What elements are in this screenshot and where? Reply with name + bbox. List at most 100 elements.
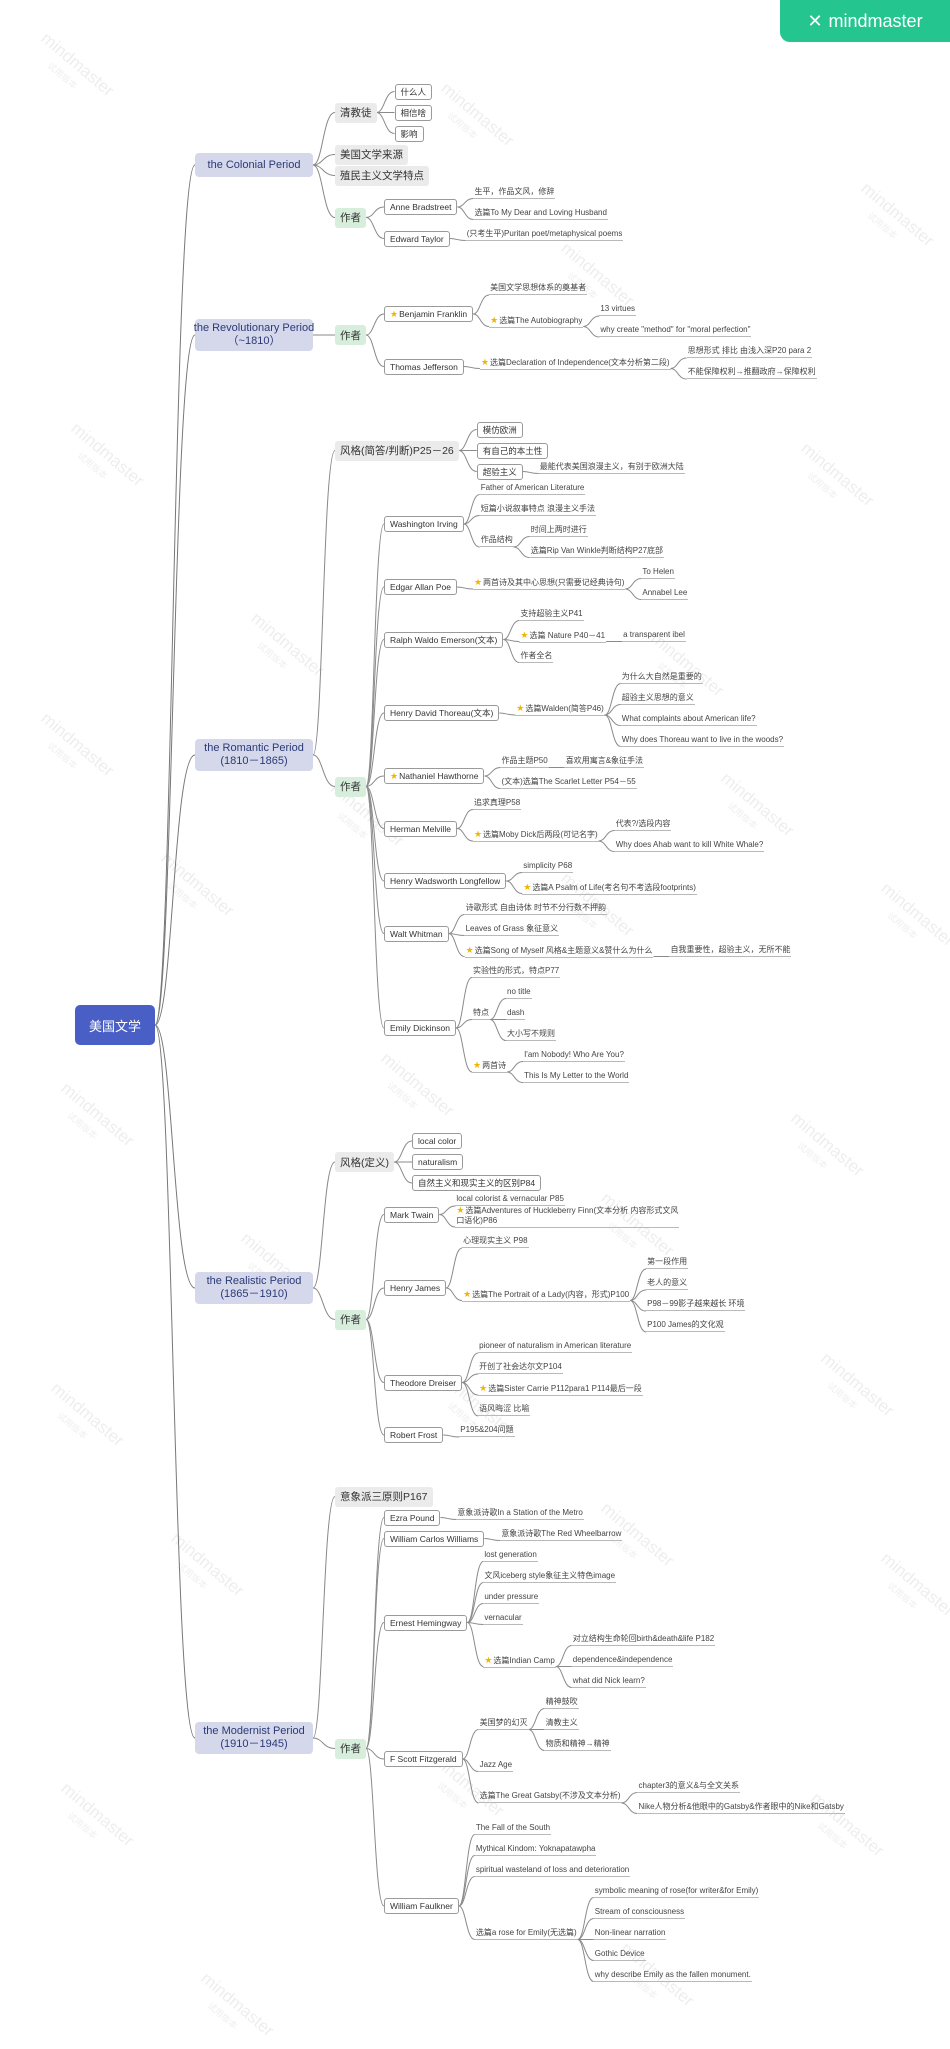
topic-p104[interactable]: 开创了社会达尔文P104: [478, 1362, 563, 1374]
topic-node[interactable]: ★两首诗及其中心思想(只需要记经典诗句): [472, 577, 626, 590]
topic-to-my-dear-and-loving-husban[interactable]: 选篇To My Dear and Loving Husband: [473, 208, 608, 220]
topic-vernacular[interactable]: vernacular: [483, 1613, 523, 1625]
topic-rip-van-winkle-p27[interactable]: 选篇Rip Van Winkle判断结构P27底部: [529, 546, 665, 558]
author-william-carlos-williams[interactable]: William Carlos Williams: [384, 1530, 485, 1547]
topic-node[interactable]: 清教主义: [544, 1718, 579, 1730]
topic-p41[interactable]: 支持超验主义P41: [519, 609, 584, 621]
topic-node[interactable]: 精神鼓吹: [544, 1697, 579, 1709]
topic-nike-gatsby-nike-gatsby[interactable]: Nike人物分析&他眼中的Gatsby&作者眼中的Nike和Gatsby: [637, 1802, 845, 1814]
author-henry-david-thoreau[interactable]: Henry David Thoreau(文本): [384, 705, 500, 721]
topic-annabel-lee[interactable]: Annabel Lee: [641, 588, 689, 600]
topic-gothic-device[interactable]: Gothic Device: [593, 1949, 646, 1961]
author-washington-irving[interactable]: Washington Irving: [384, 516, 464, 532]
author-herman-melville[interactable]: Herman Melville: [384, 820, 457, 837]
author-node[interactable]: 影响: [394, 125, 424, 142]
author-henry-wadsworth-longfellow[interactable]: Henry Wadsworth Longfellow: [384, 873, 507, 889]
category-p167-p5[interactable]: 意象派三原则P167: [335, 1486, 433, 1507]
topic-node[interactable]: 美国文学思想体系的奠基者: [489, 283, 588, 295]
topic-indian-camp[interactable]: ★选篇Indian Camp: [483, 1655, 556, 1668]
topic-a-psalm-of-life-footprints[interactable]: ★选篇A Psalm of Life(考名句不考选段footprints): [522, 882, 697, 895]
author-ernest-hemingway[interactable]: Ernest Hemingway: [384, 1614, 468, 1631]
category-node-p1[interactable]: 美国文学来源: [335, 144, 408, 165]
topic-iceberg-style-image[interactable]: 文风iceberg style象征主义特色image: [483, 1571, 617, 1583]
topic-p77[interactable]: 实验性的形式，特点P77: [472, 966, 561, 978]
topic-the-red-wheelbarrow[interactable]: 意象派诗歌The Red Wheelbarrow: [500, 1529, 623, 1541]
period-p2[interactable]: the Revolutionary Period （~1810）: [194, 319, 314, 351]
topic-p58[interactable]: 追求真理P58: [472, 798, 522, 810]
topic-song-of-myself[interactable]: ★选篇Song of Myself 风格&主题意义&赞什么为什么: [464, 945, 654, 958]
category-node-p4[interactable]: 作者: [335, 1309, 366, 1330]
topic-node[interactable]: 老人的意义: [646, 1278, 689, 1290]
period-p3[interactable]: the Romantic Period (1810－1865): [195, 739, 313, 771]
topic-node[interactable]: 为什么大自然是重要的: [620, 672, 703, 684]
topic-puritan-poet-metaphysical-po[interactable]: (只考生平)Puritan poet/metaphysical poems: [465, 229, 624, 241]
topic-node[interactable]: 最能代表美国浪漫主义，有别于欧洲大陆: [538, 462, 685, 474]
topic-node[interactable]: ★两首诗: [472, 1060, 508, 1073]
category-p25-26-p3[interactable]: 风格(简答/判断)P25－26: [335, 440, 459, 461]
topic-walden-p46[interactable]: ★选篇Walden(简答P46): [515, 703, 605, 716]
topic-declaration-of-independence[interactable]: ★选篇Declaration of Independence(文本分析第二段): [479, 357, 671, 370]
author-theodore-dreiser[interactable]: Theodore Dreiser: [384, 1374, 463, 1391]
category-node-p4[interactable]: 风格(定义): [335, 1152, 394, 1172]
root-node[interactable]: 美国文学: [75, 1005, 155, 1045]
topic-p195-204[interactable]: P195&204问题: [459, 1425, 515, 1437]
topic-p20-para-2[interactable]: 思想形式 排比 由浅入深P20 para 2: [686, 346, 813, 358]
author-henry-james[interactable]: Henry James: [384, 1280, 447, 1296]
topic-a-transparent-ibel[interactable]: a transparent ibel: [622, 630, 686, 642]
topic-why-does-thoreau-want-to-liv[interactable]: Why does Thoreau want to live in the woo…: [620, 735, 785, 747]
topic-birth-death-life-p182[interactable]: 对立结构生命轮回birth&death&life P182: [571, 1634, 716, 1646]
topic-what-complaints-about-americ[interactable]: What complaints about American life?: [620, 714, 757, 726]
topic-chapter3[interactable]: chapter3的意义&与全文关系: [637, 1781, 740, 1793]
topic-node[interactable]: 短篇小说叙事特点 浪漫主义手法: [479, 504, 596, 516]
author-thomas-jefferson[interactable]: Thomas Jefferson: [384, 358, 464, 375]
author-p84[interactable]: 自然主义和现实主义的区别P84: [412, 1175, 542, 1191]
author-benjamin-franklin[interactable]: ★Benjamin Franklin: [384, 306, 474, 322]
author-anne-bradstreet[interactable]: Anne Bradstreet: [384, 199, 458, 215]
topic-node[interactable]: 作品结构: [479, 535, 514, 547]
topic-stream-of-consciousness[interactable]: Stream of consciousness: [593, 1907, 686, 1919]
topic-mythical-kindom-yoknapatawph[interactable]: Mythical Kindom: Yoknapatawpha: [474, 1844, 597, 1856]
topic-sister-carrie-p112para1-p114[interactable]: ★选篇Sister Carrie P112para1 P114最后一段: [478, 1383, 643, 1396]
category-node-p5[interactable]: 作者: [335, 1738, 366, 1759]
period-p4[interactable]: the Realistic Period (1865－1910): [195, 1272, 313, 1304]
topic-p98-99[interactable]: P98－99影子越来越长 环境: [646, 1299, 746, 1311]
topic-under-pressure[interactable]: under pressure: [483, 1592, 540, 1604]
author-nathaniel-hawthorne[interactable]: ★Nathaniel Hawthorne: [384, 768, 485, 784]
topic-no-title[interactable]: no title: [506, 987, 532, 999]
topic-why-does-ahab-want-to-kill-w[interactable]: Why does Ahab want to kill White Whale?: [614, 840, 765, 852]
author-node[interactable]: 模仿欧洲: [476, 421, 523, 438]
author-f-scott-fitzgerald[interactable]: F Scott Fitzgerald: [384, 1751, 463, 1767]
topic-node[interactable]: 时间上两时进行: [529, 525, 588, 537]
author-mark-twain[interactable]: Mark Twain: [384, 1206, 440, 1223]
topic-node[interactable]: 大小写不规则: [506, 1029, 556, 1041]
topic-leaves-of-grass[interactable]: Leaves of Grass 象征意义: [464, 924, 560, 936]
topic-node[interactable]: 超验主义思想的意义: [620, 693, 695, 705]
topic-node[interactable]: 不能保障权利→推翻政府→保障权利: [686, 367, 817, 379]
topic-the-scarlet-letter-p54-55[interactable]: (文本)选篇The Scarlet Letter P54－55: [500, 777, 637, 789]
category-node-p2[interactable]: 作者: [335, 325, 366, 345]
topic-node[interactable]: 代表?/选段内容: [614, 819, 672, 831]
period-p1[interactable]: the Colonial Period: [195, 153, 313, 177]
topic-non-linear-narration[interactable]: Non-linear narration: [593, 1928, 667, 1940]
category-node-p1[interactable]: 作者: [335, 207, 366, 228]
topic-node[interactable]: 诗歌形式 自由诗体 时节不分行数不押韵: [464, 903, 608, 915]
topic-a-rose-for-emily[interactable]: 选篇a rose for Emily(无选篇): [474, 1928, 578, 1940]
topic-node[interactable]: 作者全名: [519, 651, 554, 663]
topic-to-helen[interactable]: To Helen: [641, 567, 675, 579]
topic-in-a-station-of-the-metro[interactable]: 意象派诗歌In a Station of the Metro: [456, 1508, 584, 1520]
topic-node[interactable]: 语风晦涩 比喻: [478, 1404, 531, 1416]
author-node[interactable]: 超验主义: [476, 463, 523, 480]
topic-what-did-nick-learn[interactable]: what did Nick learn?: [571, 1676, 646, 1688]
author-ezra-pound[interactable]: Ezra Pound: [384, 1509, 441, 1526]
author-robert-frost[interactable]: Robert Frost: [384, 1427, 444, 1443]
topic-father-of-american-literatur[interactable]: Father of American Literature: [479, 483, 586, 495]
author-edward-taylor[interactable]: Edward Taylor: [384, 230, 450, 247]
topic-node[interactable]: 自我重要性，超验主义，无所不能: [669, 945, 792, 957]
topic-jazz-age[interactable]: Jazz Age: [478, 1760, 514, 1772]
topic-13-virtues[interactable]: 13 virtues: [599, 304, 637, 316]
topic-p50[interactable]: 作品主题P50: [500, 756, 549, 768]
author-node[interactable]: 相信啥: [394, 104, 433, 121]
category-node-p1[interactable]: 殖民主义文学特点: [335, 165, 429, 186]
topic-why-create-method-for-moral-[interactable]: why create "method" for "moral perfectio…: [599, 325, 752, 337]
topic-moby-dick[interactable]: ★选篇Moby Dick后两段(可记名字): [472, 829, 599, 842]
